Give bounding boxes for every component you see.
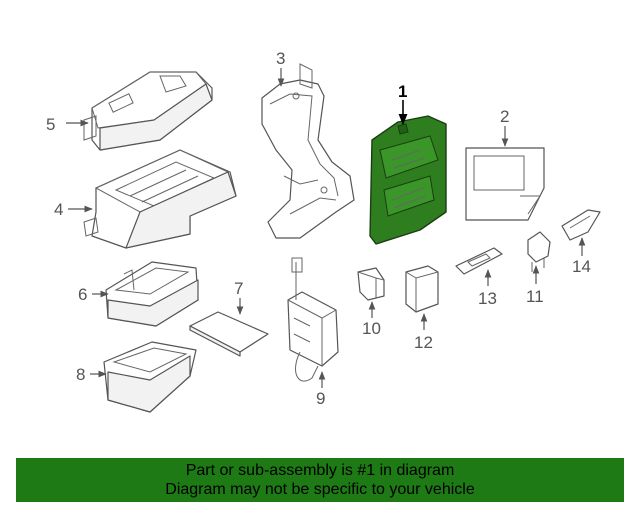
part-10-fuse[interactable]: [357, 267, 385, 301]
callout-7: 7: [234, 279, 243, 298]
part-13-link[interactable]: [455, 247, 503, 275]
part-3-bracket[interactable]: [261, 63, 355, 239]
footer-line-1: Part or sub-assembly is #1 in diagram: [185, 462, 455, 479]
part-1-module[interactable]: [369, 115, 447, 245]
parts-diagram: 5 4 3 1 2 6 7 8 9 10 12 13 11 14: [46, 49, 601, 413]
footer-line-2: Diagram may not be specific to your vehi…: [165, 481, 475, 498]
callout-12: 12: [414, 333, 433, 352]
part-2-label[interactable]: [465, 147, 545, 221]
callout-1: 1: [398, 82, 407, 101]
part-11-fuse[interactable]: [527, 231, 551, 272]
part-7-plate[interactable]: [189, 311, 269, 357]
footer-banner: Part or sub-assembly is #1 in diagram Di…: [16, 458, 624, 502]
part-4-base[interactable]: [83, 149, 237, 249]
callout-9: 9: [316, 389, 325, 408]
part-5-lid[interactable]: [83, 71, 213, 151]
part-6-tray[interactable]: [105, 261, 199, 327]
callout-6: 6: [78, 285, 87, 304]
callout-10: 10: [362, 319, 381, 338]
part-8-box[interactable]: [103, 341, 197, 413]
callout-5: 5: [46, 115, 55, 134]
part-14-fuse[interactable]: [561, 209, 601, 241]
callout-3: 3: [276, 49, 285, 68]
callout-8: 8: [76, 365, 85, 384]
callout-2: 2: [500, 107, 509, 126]
callout-13: 13: [478, 289, 497, 308]
callout-14: 14: [572, 257, 591, 276]
callout-4: 4: [54, 200, 63, 219]
part-12-relay[interactable]: [405, 265, 439, 313]
part-9-connector[interactable]: [287, 257, 339, 382]
callout-11: 11: [526, 287, 544, 306]
